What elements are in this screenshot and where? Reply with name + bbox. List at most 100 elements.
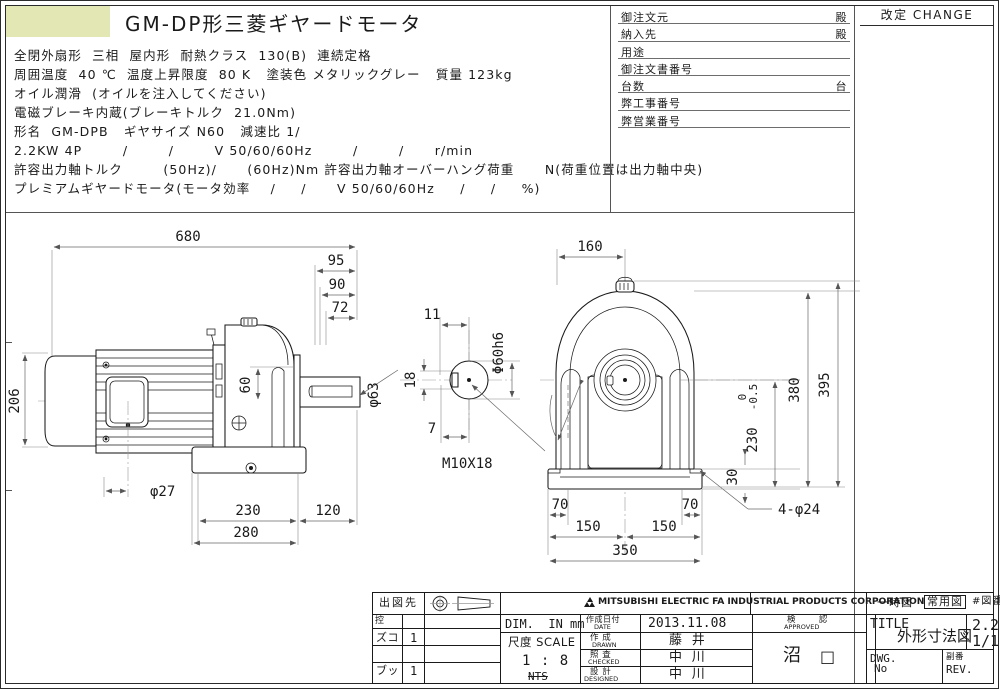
dim-7: 7	[428, 421, 436, 437]
dim-206: 206	[7, 388, 23, 413]
spec-note-line: プレミアムギヤードモータ(モータ効率 / / V 50/60/60Hz / / …	[14, 181, 541, 196]
tb-line	[750, 592, 751, 614]
spec-note-line: 2.2KW 4P / / V 50/60/60Hz / / r/min	[14, 143, 474, 158]
dim-150-left: 150	[575, 519, 600, 535]
designed-label-jp: 設 計	[590, 667, 612, 677]
dim-shaft-dia-60h6: Φ60h6	[491, 332, 507, 374]
order-row-label: 御注文書番号	[621, 62, 693, 76]
checked-value: 中 川	[669, 650, 706, 665]
dim-overall-length: 680	[175, 229, 200, 245]
order-row-label: 台数	[621, 80, 645, 94]
drawn-value: 藤 井	[669, 633, 706, 648]
order-row[interactable]: 御注文元 殿	[618, 7, 850, 25]
order-row[interactable]: 用途	[618, 42, 850, 59]
tb-line	[424, 592, 425, 614]
page-title: GM-DP形三菱ギヤードモータ	[125, 12, 423, 36]
order-row[interactable]: 御注文書番号	[618, 59, 850, 77]
dim-120: 120	[315, 503, 340, 519]
dwgno-mark-label: #図番	[972, 596, 1000, 607]
title-ratio: 1/120	[972, 632, 1000, 650]
order-row-label: 弊工事番号	[621, 97, 681, 111]
callout-mounting-holes: 4-φ24	[778, 502, 820, 518]
approved-label-en: APPROVED	[784, 623, 820, 631]
approved-stamp-empty: □	[820, 647, 836, 666]
order-row-underline	[618, 109, 850, 111]
order-row[interactable]: 弊営業番号	[618, 111, 850, 129]
spec-note-line: オイル潤滑 (オイルを注入してください)	[14, 86, 267, 101]
dim-30: 30	[725, 469, 741, 486]
title-value: 外形寸法図	[897, 627, 973, 645]
order-row-underline	[618, 23, 850, 25]
tb-line	[402, 614, 403, 683]
tb-line	[372, 628, 500, 629]
title-block: 出図先 控 ズコ 1 ブッ 1 DIM. IN mm 尺度 SCALE 1 : …	[372, 592, 1000, 684]
drawn-label-jp: 作 成	[590, 633, 612, 643]
spec-note-line: 形名 GM-DPB ギヤサイズ N60 減速比 1/	[14, 124, 301, 139]
order-row[interactable]: 台数 台	[618, 76, 850, 94]
dim-shaft-dia-63: φ63	[366, 382, 382, 407]
right-column-divider	[854, 6, 855, 684]
change-box: 改定 CHANGE	[860, 6, 994, 26]
tb-line	[580, 632, 752, 633]
dim-70-right: 70	[682, 497, 699, 513]
margin-tick	[6, 342, 12, 343]
tb-line	[866, 649, 993, 650]
dim-70-left: 70	[552, 497, 569, 513]
change-box-label: 改定 CHANGE	[880, 8, 974, 22]
scale-value: 1 : 8	[522, 653, 570, 669]
copy-label: 控	[375, 616, 385, 626]
spec-note-line: 許容出力軸トルク (50Hz)/ (60Hz)Nm 許容出力軸オーバーハング荷重…	[14, 162, 704, 177]
tb-line	[580, 649, 752, 650]
dist-row-name: ズコ	[376, 631, 399, 644]
date-label-en: DATE	[594, 623, 611, 631]
tb-line	[580, 666, 752, 667]
dim-18: 18	[403, 372, 419, 389]
designed-label-en: DESIGNED	[584, 675, 619, 683]
notes-order-divider	[610, 6, 611, 212]
tb-line	[992, 592, 994, 684]
issue-to-label: 出図先	[379, 596, 418, 609]
order-row-suffix: 殿	[835, 28, 847, 42]
dim-230-height: 230	[745, 427, 761, 452]
highlight-box	[6, 6, 110, 37]
order-row-underline	[618, 92, 850, 94]
dim-150-right: 150	[651, 519, 676, 535]
spec-note-line: 周囲温度 40 ℃ 温度上昇限度 80 K 塗装色 メタリックグレー 質量 12…	[14, 67, 513, 82]
tb-line	[942, 649, 943, 683]
order-row-underline	[618, 57, 850, 59]
dim-11: 11	[424, 307, 441, 323]
order-row-label: 用途	[621, 45, 645, 59]
dim-350: 350	[612, 543, 637, 559]
spec-note-line: 全閉外扇形 三相 屋内形 耐熱クラス 130(B) 連続定格	[14, 48, 372, 63]
order-row[interactable]: 納入先 殿	[618, 24, 850, 42]
title-power: 2.2kW	[972, 616, 1000, 634]
standard-drawing-label[interactable]: 常用図	[924, 595, 966, 609]
tb-line	[966, 614, 967, 649]
order-row-underline	[618, 40, 850, 42]
header-divider	[6, 212, 854, 213]
approved-stamp: 沼	[783, 645, 802, 666]
tb-line	[372, 614, 994, 616]
order-row-label: 弊営業番号	[621, 114, 681, 128]
order-row-label: 納入先	[621, 28, 657, 42]
engineering-drawing: .o {fill:none;stroke:#1a1a1a;stroke-widt…	[7, 229, 860, 564]
dim-280: 280	[233, 525, 258, 541]
shaft-section-detail: 11 18 7 Φ60h6 M10X18	[400, 307, 546, 472]
dim-160: 160	[577, 239, 602, 255]
order-row-suffix: 台	[835, 80, 847, 94]
side-view: 680 95 90 72 206	[7, 229, 399, 546]
designed-value: 中 川	[669, 667, 706, 682]
callout-tap: M10X18	[442, 456, 493, 472]
tb-line	[640, 614, 641, 683]
order-row-suffix: 殿	[835, 11, 847, 24]
change-box-underline	[860, 25, 994, 26]
tb-line	[372, 662, 500, 663]
order-row[interactable]: 弊工事番号	[618, 93, 850, 111]
projection-symbol-icon	[430, 595, 494, 612]
dim-95: 95	[328, 253, 345, 269]
scale-nts: NTS	[528, 670, 548, 683]
tb-line	[752, 632, 866, 633]
order-row-label: 御注文元	[621, 11, 669, 24]
